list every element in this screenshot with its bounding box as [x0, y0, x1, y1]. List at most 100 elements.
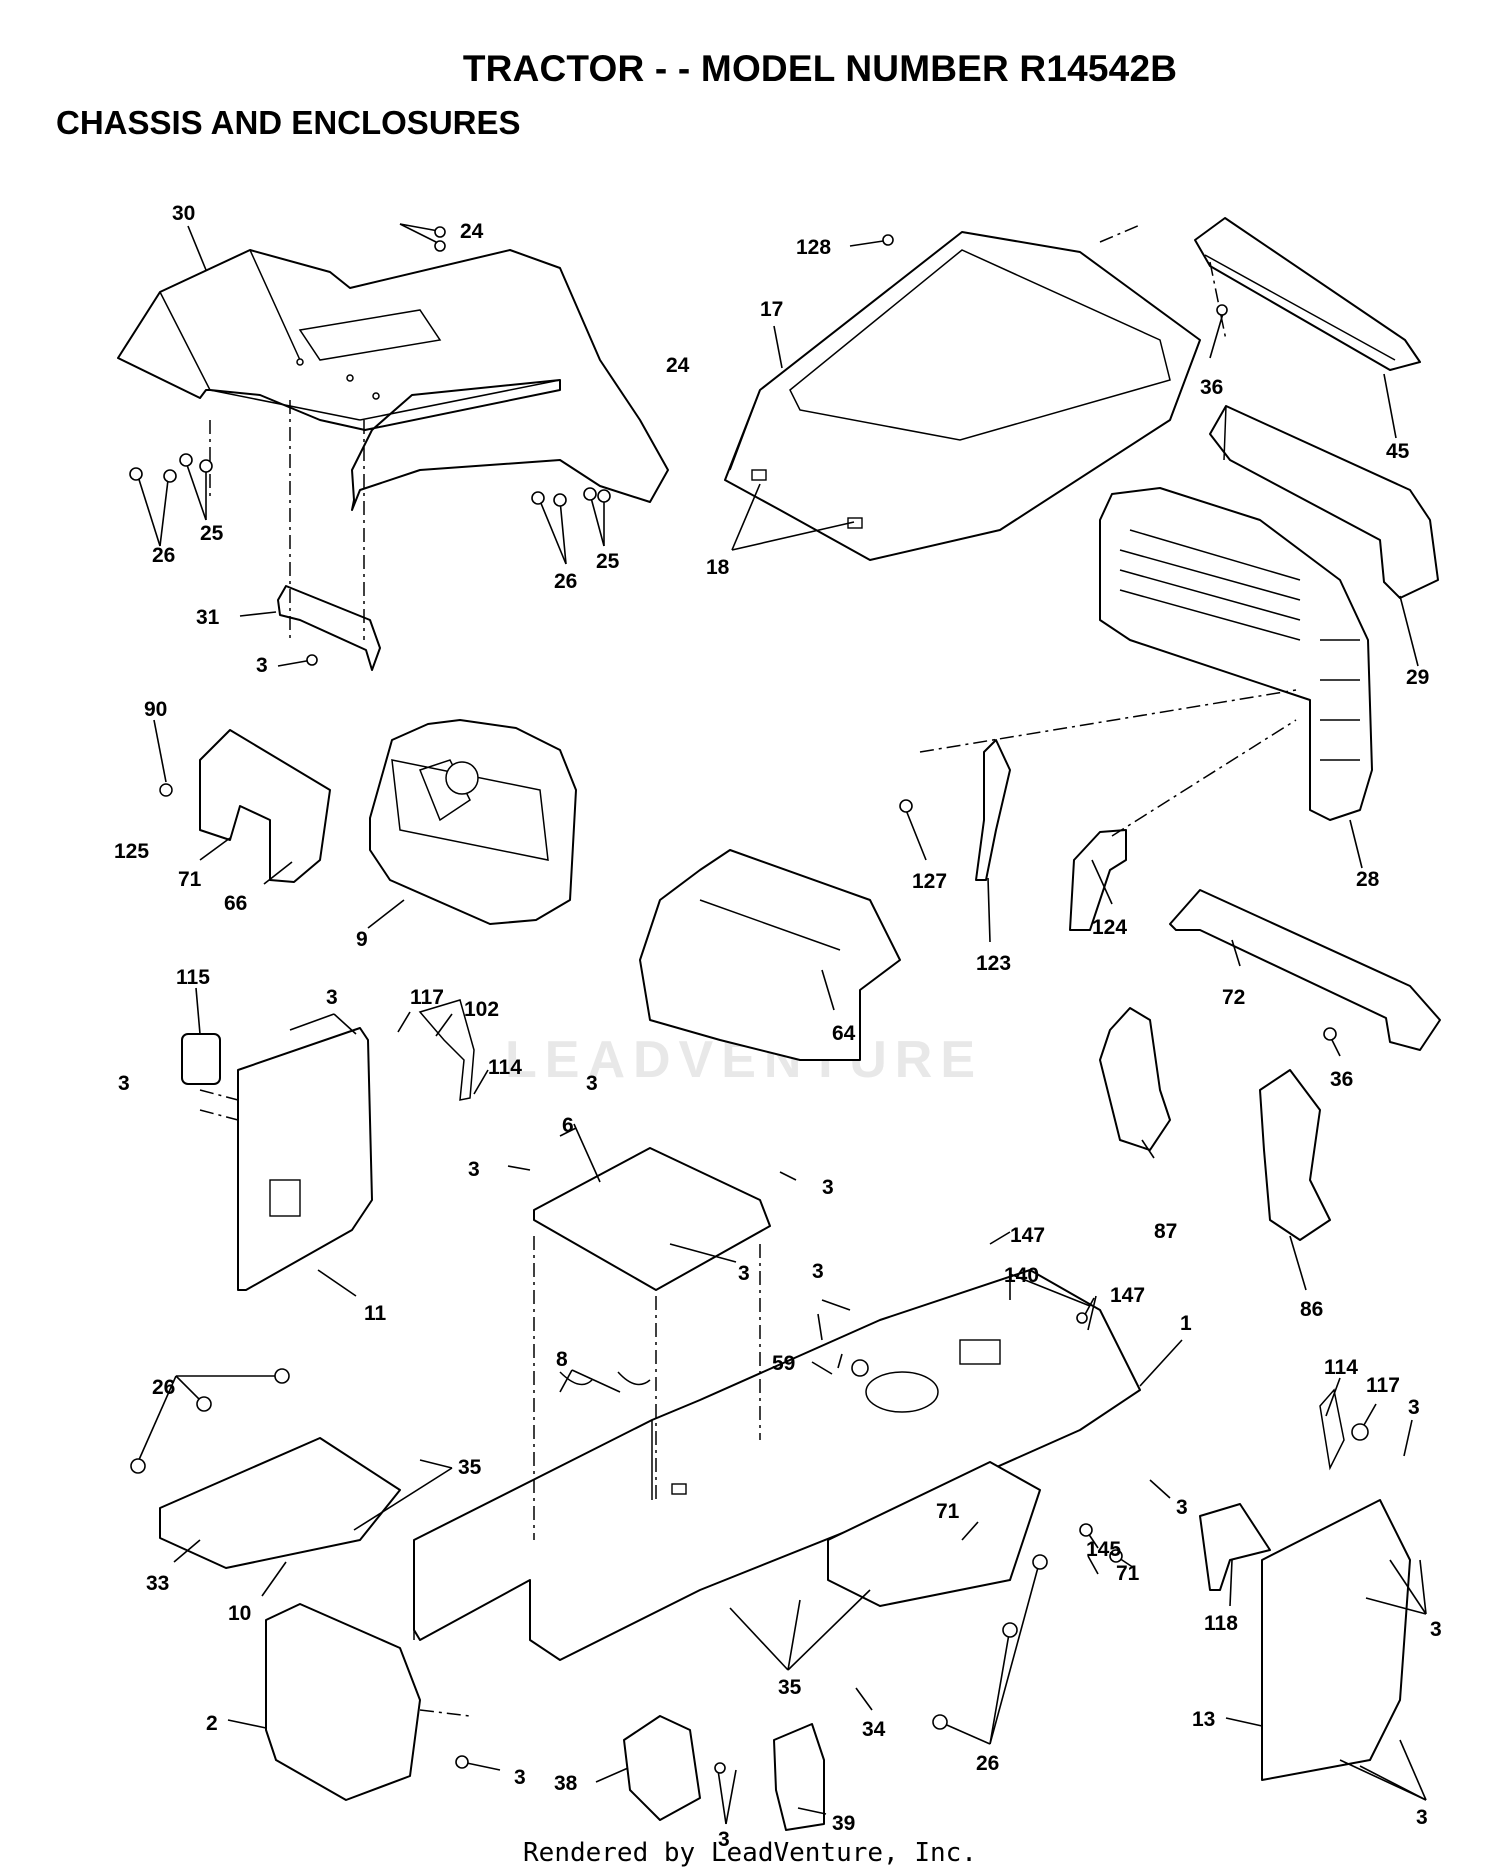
callout-128: 128	[796, 236, 831, 259]
callout-34: 34	[862, 1718, 886, 1741]
callout-35: 35	[778, 1676, 802, 1699]
callout-71: 71	[936, 1500, 960, 1523]
callout-117: 117	[410, 986, 444, 1009]
callout-123: 123	[976, 952, 1011, 975]
callout-29: 29	[1406, 666, 1429, 689]
callout-3: 3	[738, 1262, 750, 1285]
callout-6: 6	[562, 1114, 574, 1137]
callout-9: 9	[356, 928, 368, 951]
callout-35: 35	[458, 1456, 482, 1479]
section-subtitle: CHASSIS AND ENCLOSURES	[56, 104, 521, 141]
callout-145: 145	[1086, 1538, 1121, 1561]
part-9-dash	[369, 719, 577, 925]
callout-28: 28	[1356, 868, 1380, 891]
part-30-fender	[117, 249, 669, 511]
callout-2: 2	[206, 1712, 218, 1735]
callout-114: 114	[1324, 1356, 1358, 1379]
part-66-plate	[159, 729, 331, 883]
part-72-bar	[1169, 889, 1441, 1051]
part-38-bracket	[623, 1715, 701, 1821]
callout-90: 90	[144, 698, 167, 721]
part-114-bracket-right	[1319, 1388, 1345, 1471]
callout-26: 26	[152, 544, 175, 567]
callout-114: 114	[488, 1056, 522, 1079]
part-33-skid	[159, 1437, 401, 1569]
callout-11: 11	[364, 1302, 387, 1325]
callout-3: 3	[822, 1176, 834, 1199]
part-2-plate	[265, 1603, 421, 1801]
callout-3: 3	[326, 986, 338, 1009]
callout-25: 25	[200, 522, 224, 545]
part-29-grille-shell	[1209, 405, 1439, 599]
callout-3: 3	[718, 1828, 730, 1851]
callout-30: 30	[172, 202, 195, 225]
footer-credit: Rendered by LeadVenture, Inc.	[523, 1838, 977, 1868]
leader-lines	[135, 223, 1427, 1825]
callout-71: 71	[178, 868, 202, 891]
callout-3: 3	[468, 1158, 480, 1181]
part-114-102-bracket	[418, 999, 475, 1101]
callout-66: 66	[224, 892, 247, 915]
callout-39: 39	[832, 1812, 855, 1835]
callout-115: 115	[176, 966, 210, 989]
callout-38: 38	[554, 1772, 578, 1795]
callout-124: 124	[1092, 916, 1127, 939]
callout-59: 59	[772, 1352, 795, 1375]
callout-86: 86	[1300, 1298, 1323, 1321]
callout-25: 25	[596, 550, 620, 573]
part-11-side-plate	[237, 1027, 373, 1291]
part-13-plate	[1261, 1499, 1411, 1781]
part-1-frame	[413, 1269, 1141, 1661]
callout-64: 64	[832, 1022, 856, 1045]
callout-3: 3	[1408, 1396, 1420, 1419]
callout-18: 18	[706, 556, 730, 579]
callout-3: 3	[812, 1260, 824, 1283]
part-17-hood	[724, 231, 1201, 561]
callout-10: 10	[228, 1602, 251, 1625]
callout-26: 26	[152, 1376, 175, 1399]
callout-147: 147	[1010, 1224, 1045, 1247]
callout-labels: 30 24 128 17 24 36 45 26 25 26 25 18 29 …	[114, 202, 1442, 1851]
callout-102: 102	[464, 998, 499, 1021]
part-87-86-panels	[1099, 1007, 1331, 1241]
part-118-bracket	[1199, 1503, 1271, 1591]
part-28-grille	[1099, 487, 1373, 821]
part-64-support	[639, 849, 901, 1061]
part-34-footplate	[827, 1461, 1041, 1607]
callout-3: 3	[256, 654, 268, 677]
callout-3: 3	[1176, 1496, 1188, 1519]
fastener-icons	[129, 226, 1369, 1774]
callout-31: 31	[196, 606, 220, 629]
callout-24: 24	[666, 354, 690, 377]
assembly-lines	[199, 224, 1297, 1717]
callout-3: 3	[1416, 1806, 1428, 1829]
callout-72: 72	[1222, 986, 1245, 1009]
callout-117: 117	[1366, 1374, 1400, 1397]
callout-3: 3	[586, 1072, 598, 1095]
callout-33: 33	[146, 1572, 169, 1595]
callout-3: 3	[514, 1766, 526, 1789]
callout-17: 17	[760, 298, 783, 321]
part-6-tray	[533, 1147, 771, 1291]
part-45-strip	[1194, 217, 1421, 371]
callout-26: 26	[976, 1752, 999, 1775]
callout-3: 3	[118, 1072, 130, 1095]
part-39-bracket	[773, 1723, 825, 1831]
diagram-title: TRACTOR - - MODEL NUMBER R14542B	[462, 48, 1178, 89]
part-115-cap	[181, 1033, 221, 1085]
callout-140: 140	[1004, 1264, 1039, 1287]
callout-13: 13	[1192, 1708, 1215, 1731]
callout-36: 36	[1200, 376, 1223, 399]
callout-24: 24	[460, 220, 484, 243]
callout-125: 125	[114, 840, 149, 863]
callout-1: 1	[1180, 1312, 1192, 1335]
callout-118: 118	[1204, 1612, 1238, 1635]
part-8-clips	[559, 1371, 651, 1386]
callout-36: 36	[1330, 1068, 1353, 1091]
callout-71: 71	[1116, 1562, 1140, 1585]
callout-87: 87	[1154, 1220, 1177, 1243]
callout-127: 127	[912, 870, 947, 893]
part-31-bracket	[277, 585, 381, 671]
